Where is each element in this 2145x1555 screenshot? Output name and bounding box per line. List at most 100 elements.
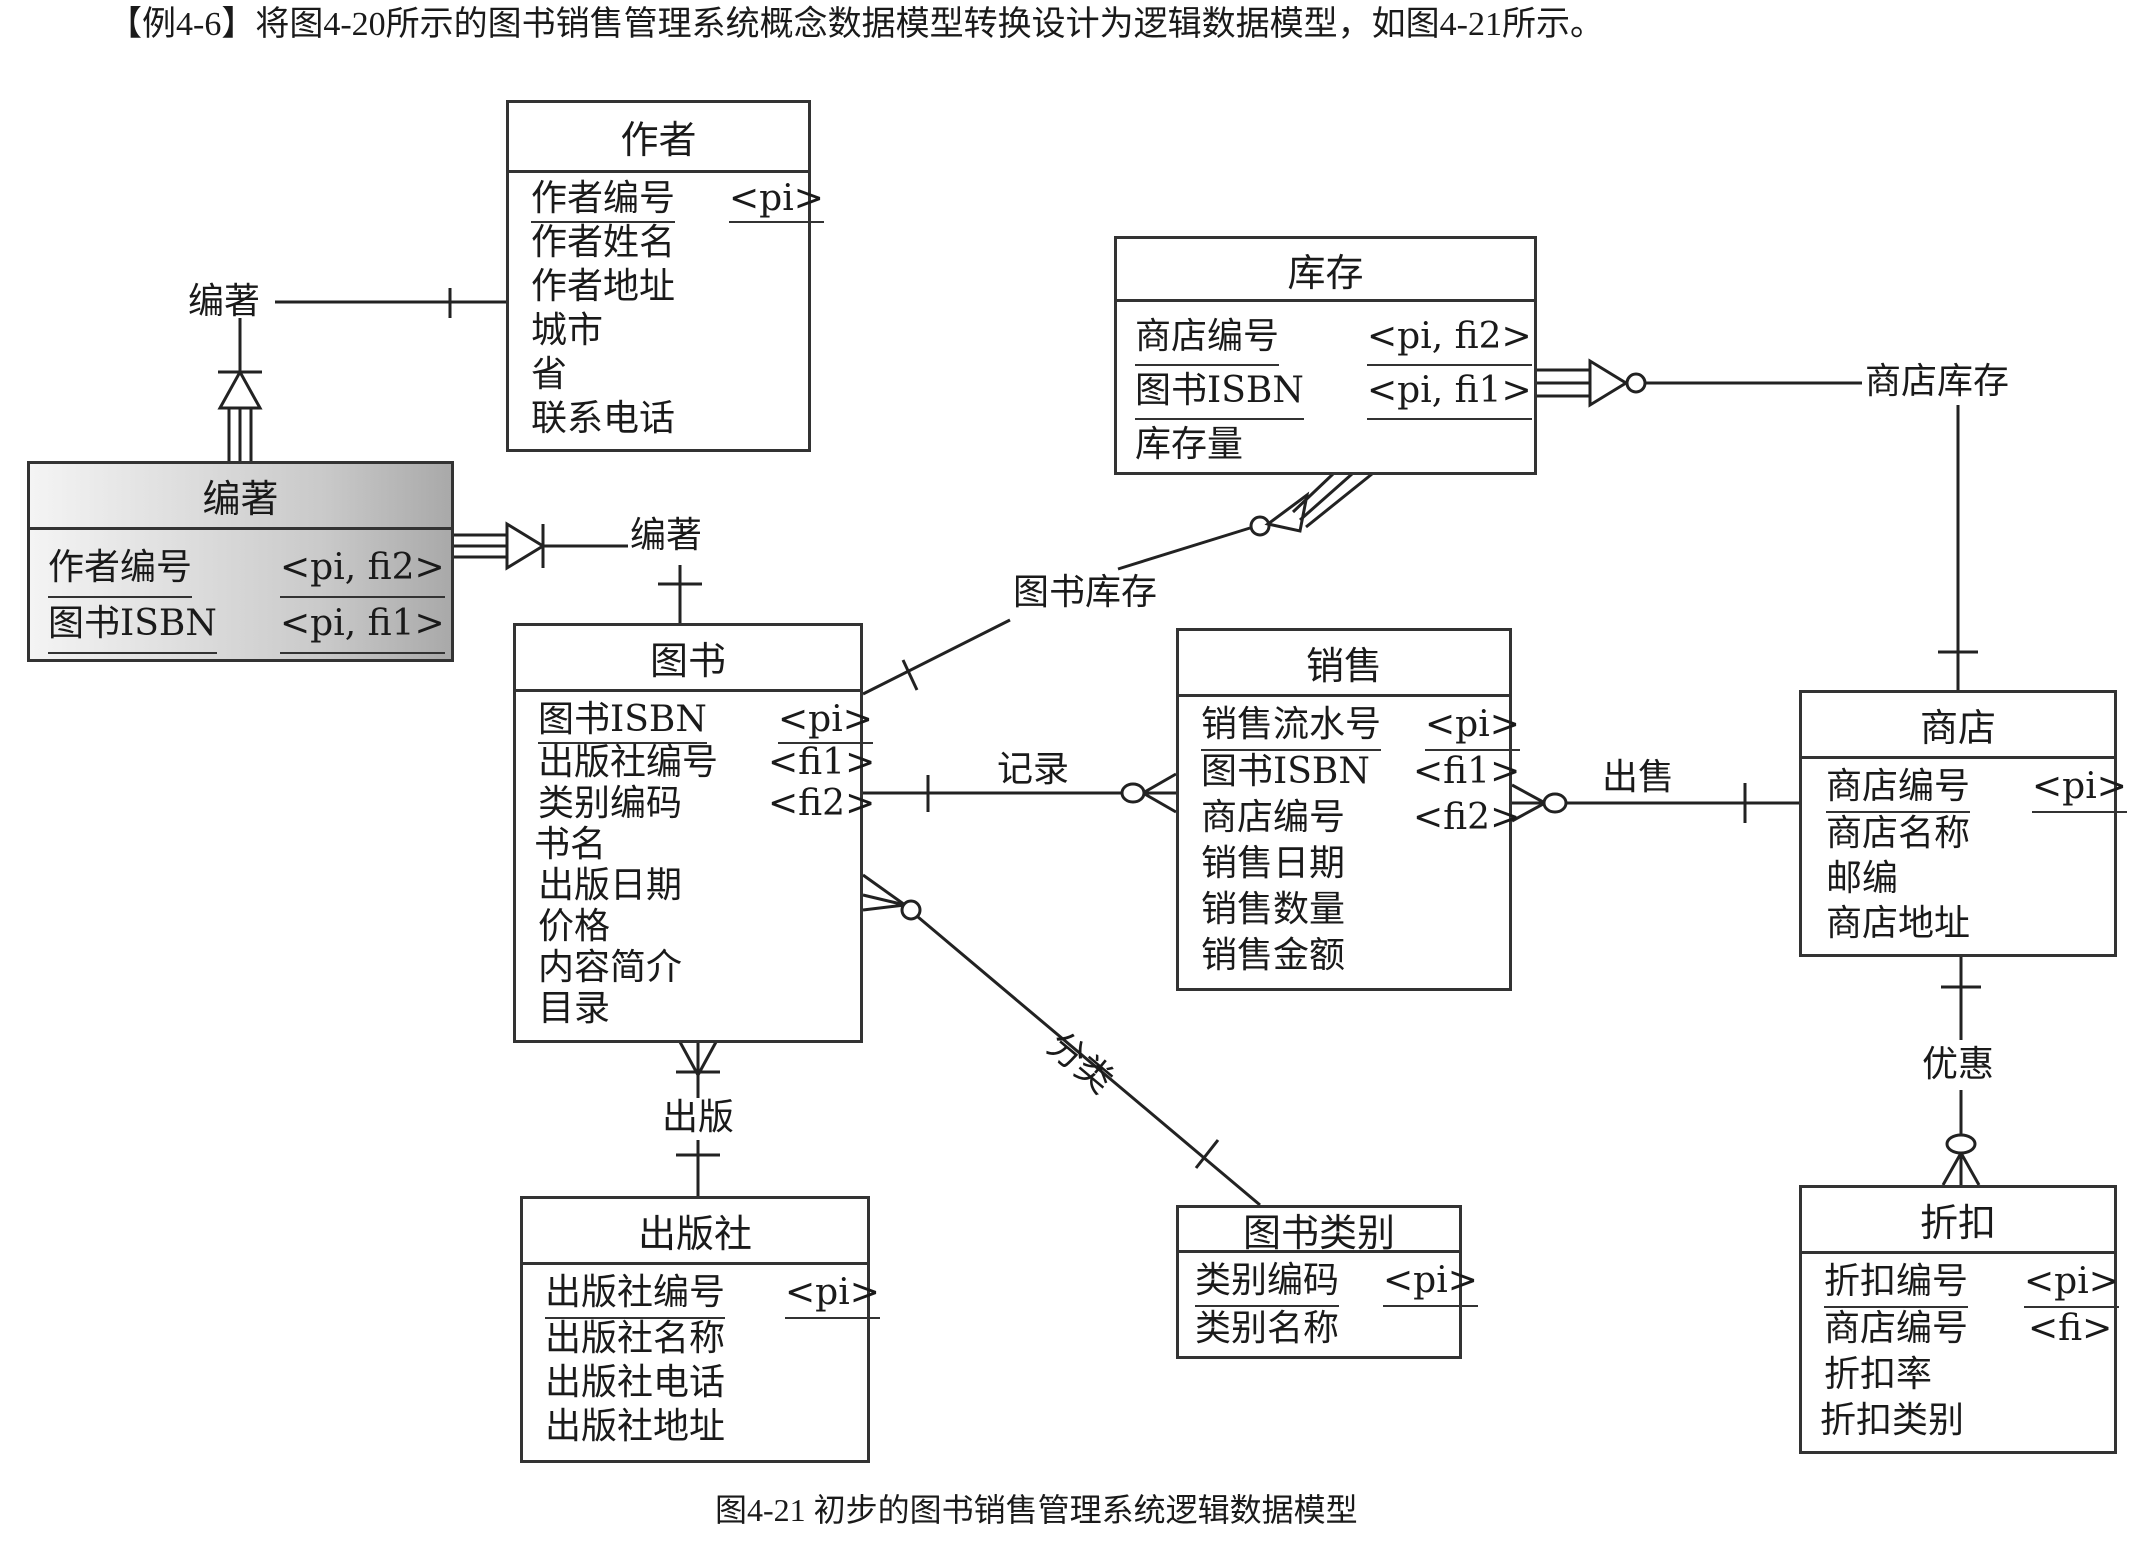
rel-label-book-inventory: 图书库存 [1013, 572, 1158, 613]
attribute-name: 商店编号 [1826, 763, 1971, 813]
attribute-name: 商店地址 [1826, 903, 1971, 944]
attribute-row: 销售金额 [1179, 933, 1509, 979]
attribute-name: 出版社编号 [545, 1269, 726, 1319]
attribute-row: 价格 [516, 906, 860, 947]
attribute-row: 书名 [516, 824, 860, 865]
attribute-name: 商店名称 [1826, 813, 1971, 854]
attribute-row: 折扣率 [1802, 1352, 2114, 1398]
offer-connector [1941, 956, 1981, 1186]
attribute-name: 目录 [538, 988, 611, 1029]
entity-author[interactable]: 作者 作者编号<pi> 作者姓名 作者地址 城市 省 联系电话 [506, 100, 824, 452]
entity-sale[interactable]: 销售 销售流水号<pi> 图书ISBN<fi1> 商店编号<fi2> 销售日期 … [1176, 628, 1520, 991]
attribute-row: 出版日期 [516, 865, 860, 906]
attribute-row: 出版社编号 <pi> [523, 1269, 880, 1319]
attribute-row: 商店编号<fi2> [1179, 795, 1520, 841]
attribute-name: 出版社地址 [545, 1406, 726, 1447]
rel-label-publish: 出版 [662, 1097, 735, 1138]
entity-discount[interactable]: 折扣 折扣编号 <pi> 商店编号<fi> 折扣率 折扣类别 [1799, 1185, 2119, 1454]
entity-title: 图书 [516, 626, 860, 692]
attribute-row: 图书ISBN <pi, fi1> [1117, 364, 1534, 420]
attribute-name: 作者地址 [531, 266, 676, 307]
attribute-name: 内容简介 [538, 947, 683, 988]
attribute-name: 图书ISBN [1135, 364, 1304, 420]
entity-attributes: 类别编码<pi> 类别名称 [1179, 1253, 1478, 1353]
attribute-row: 目录 [516, 988, 860, 1029]
attribute-row: 邮编 [1802, 856, 2114, 901]
key-tag: <fi2> [768, 783, 876, 824]
attribute-name: 折扣率 [1824, 1354, 1933, 1395]
key-tag: <pi, fi1> [1367, 364, 1532, 420]
entity-title: 折扣 [1802, 1188, 2114, 1254]
publish-connector [676, 1041, 720, 1196]
entity-title: 库存 [1117, 239, 1534, 302]
entity-title: 作者 [509, 103, 808, 173]
key-tag: <pi> [729, 177, 824, 223]
rel-label-author-writes: 编著 [188, 281, 261, 322]
attribute-name: 折扣编号 [1824, 1258, 1969, 1308]
attribute-row: 出版社地址 [523, 1405, 867, 1449]
attribute-row: 商店编号<fi> [1802, 1306, 2114, 1352]
entity-store[interactable]: 商店 商店编号 <pi> 商店名称 邮编 商店地址 [1799, 690, 2127, 957]
attribute-name: 出版日期 [538, 865, 683, 906]
attribute-row: 图书ISBN <pi, fi1> [30, 596, 451, 654]
entity-category[interactable]: 图书类别 类别编码<pi> 类别名称 [1176, 1205, 1478, 1359]
key-tag: <pi> [2024, 1258, 2119, 1308]
attribute-row: 类别名称 [1179, 1305, 1459, 1353]
entity-book[interactable]: 图书 图书ISBN<pi> 出版社编号<fi1> 类别编码<fi2> 书名 出版… [513, 623, 875, 1043]
attribute-name: 图书ISBN [538, 698, 707, 744]
attribute-name: 出版社名称 [545, 1318, 726, 1359]
record-connector [863, 772, 1177, 814]
attribute-row: 销售流水号 <pi> [1179, 701, 1520, 751]
attribute-row: 销售数量 [1179, 887, 1509, 933]
attribute-row: 图书ISBN <fi1> [1179, 749, 1520, 795]
attribute-row: 作者编号<pi> [509, 177, 824, 223]
key-tag: <pi> [2032, 763, 2127, 813]
attribute-row: 库存量 [1117, 418, 1534, 472]
key-tag: <pi> [1425, 701, 1520, 751]
attribute-name: 商店编号 [1201, 797, 1346, 838]
attribute-row: 作者地址 [509, 265, 808, 309]
attribute-row: 折扣类别 [1802, 1398, 2114, 1444]
store-inventory-connector [1537, 358, 1978, 690]
attribute-name: 出版社电话 [545, 1362, 726, 1403]
attribute-row: 商店编号 <pi> [1802, 763, 2127, 813]
attribute-name: 商店编号 [1135, 310, 1280, 366]
attribute-name: 出版社编号 [538, 742, 719, 783]
classify-connector [862, 873, 1261, 1207]
key-tag: <fi1> [768, 742, 876, 783]
attribute-name: 销售金额 [1201, 935, 1346, 976]
book-inventory-connector [862, 472, 1373, 696]
attribute-name: 联系电话 [531, 398, 676, 439]
rel-label-book-writes: 编著 [630, 515, 703, 556]
attribute-row: 折扣编号 <pi> [1802, 1258, 2119, 1308]
attribute-row: 联系电话 [509, 397, 808, 441]
attribute-name: 销售流水号 [1201, 701, 1382, 751]
key-tag: <fi1> [1413, 751, 1521, 792]
entity-attributes: 图书ISBN<pi> 出版社编号<fi1> 类别编码<fi2> 书名 出版日期 … [516, 692, 875, 1029]
attribute-row: 图书ISBN<pi> [516, 698, 873, 744]
attribute-name: 城市 [531, 310, 604, 351]
key-tag: <pi, fi1> [280, 596, 445, 654]
attribute-name: 书名 [534, 824, 607, 865]
attribute-name: 类别编码 [1195, 1257, 1340, 1307]
entity-publisher[interactable]: 出版社 出版社编号<pi> 出版社名称 出版社电话 出版社地址 [520, 1196, 880, 1463]
attribute-name: 图书ISBN [48, 596, 217, 654]
rel-label-offer: 优惠 [1922, 1044, 1995, 1085]
entity-authorship[interactable]: 编著 作者编号<pi, fi2> 图书ISBN<pi, fi1> [27, 461, 454, 662]
attribute-name: 图书ISBN [1201, 751, 1370, 792]
attribute-row: 商店地址 [1802, 901, 2114, 946]
key-tag: <fi> [2028, 1308, 2113, 1349]
attribute-name: 省 [531, 354, 568, 395]
attribute-row: 出版社名称 [523, 1317, 867, 1361]
rel-label-sell: 出售 [1602, 757, 1675, 798]
key-tag: <pi, fi2> [1367, 310, 1532, 366]
attribute-name: 销售数量 [1201, 889, 1346, 930]
entity-inventory[interactable]: 库存 商店编号 <pi, fi2> 图书ISBN <pi, fi1> 库存量 [1114, 236, 1537, 475]
entity-attributes: 作者编号<pi> 作者姓名 作者地址 城市 省 联系电话 [509, 173, 824, 441]
attribute-row: 内容简介 [516, 947, 860, 988]
entity-title: 商店 [1802, 693, 2114, 759]
key-tag: <pi> [785, 1269, 880, 1319]
sell-connector [1511, 783, 1799, 823]
entity-title: 销售 [1179, 631, 1509, 697]
